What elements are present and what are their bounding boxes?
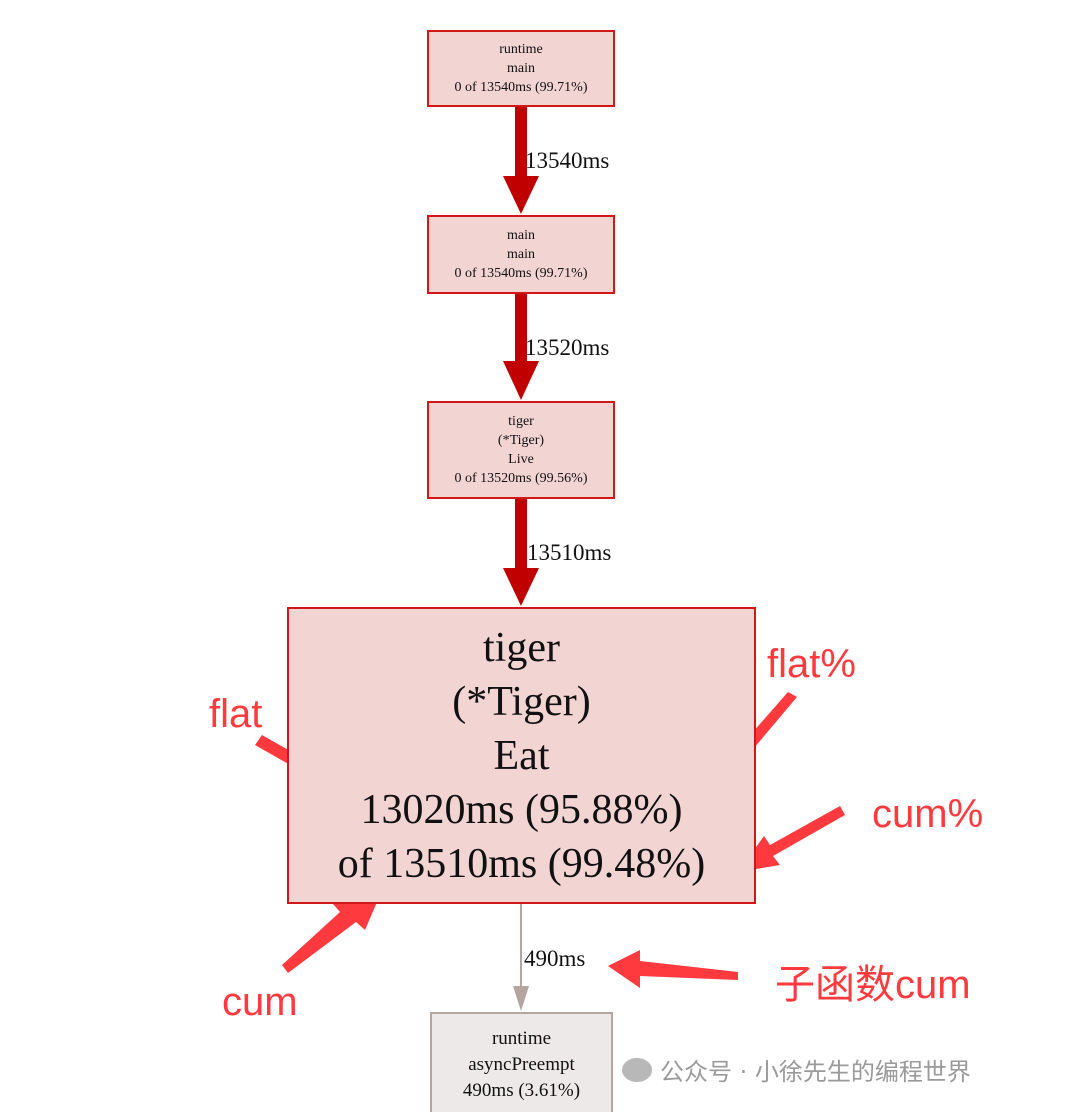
node-tiger-live[interactable]: tiger (*Tiger) Live 0 of 13520ms (99.56%… (427, 401, 615, 499)
node-line: 490ms (3.61%) (462, 1080, 581, 1101)
node-line: main (507, 61, 535, 76)
annotation-child-cum: 子函数cum (775, 963, 971, 1007)
node-line: asyncPreempt (468, 1054, 575, 1075)
edge-label: 13510ms (527, 540, 612, 565)
wechat-icon (622, 1057, 652, 1082)
edge-arrow-cold (513, 903, 529, 1011)
node-runtime-asyncpreempt[interactable]: runtime asyncPreempt 490ms (3.61%) (430, 1012, 613, 1112)
annotation-flat: flat (209, 692, 263, 736)
edge-arrow (503, 106, 539, 606)
node-line: of 13510ms (99.48%) (337, 840, 706, 887)
node-line: runtime (491, 1028, 552, 1049)
node-line: Live (508, 452, 534, 467)
node-line: 0 of 13540ms (99.71%) (454, 266, 588, 281)
node-line: (*Tiger) (497, 433, 545, 448)
node-line: 0 of 13540ms (99.71%) (454, 80, 588, 95)
node-line: tiger (508, 414, 534, 429)
node-line: runtime (499, 42, 543, 57)
watermark: 公众号 · 小徐先生的编程世界 (622, 1052, 971, 1087)
edge-label: 13540ms (525, 148, 610, 173)
annotation-cum: cum (222, 980, 298, 1024)
edge-label: 13520ms (525, 335, 610, 360)
node-tiger-eat[interactable]: tiger (*Tiger) Eat 13020ms (95.88%) of 1… (287, 607, 756, 904)
node-line: main (507, 228, 535, 243)
node-runtime-main[interactable]: runtime main 0 of 13540ms (99.71%) (427, 30, 615, 107)
node-line: 0 of 13520ms (99.56%) (454, 471, 588, 486)
node-line: tiger (483, 624, 560, 671)
annotation-cum-pct: cum% (872, 792, 984, 836)
node-line: main (507, 247, 535, 262)
node-line: 13020ms (95.88%) (360, 786, 683, 833)
watermark-text: 公众号 · 小徐先生的编程世界 (660, 1058, 971, 1086)
annotation-flat-pct: flat% (767, 642, 856, 686)
node-main-main[interactable]: main main 0 of 13540ms (99.71%) (427, 215, 615, 294)
node-line: (*Tiger) (452, 678, 591, 725)
node-line: Eat (493, 732, 550, 779)
edge-label: 490ms (524, 946, 586, 971)
